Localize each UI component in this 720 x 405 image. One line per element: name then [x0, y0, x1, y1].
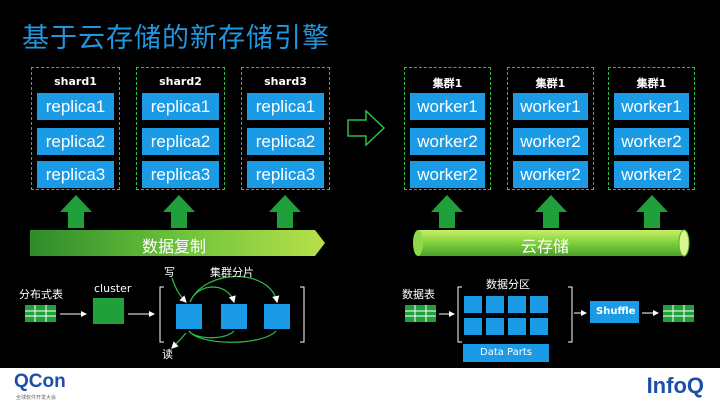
partition-cell: [530, 318, 548, 335]
cluster-label: 集群1: [535, 77, 566, 90]
shuffle-box: [590, 301, 639, 323]
distributed-table-label: 分布式表: [19, 288, 63, 301]
replica-box: replica1: [37, 93, 114, 120]
table-grid-icon: [405, 305, 436, 322]
partition-cell: [464, 296, 482, 313]
worker-box: worker1: [614, 93, 689, 120]
up-arrow-icon: [431, 195, 463, 228]
worker-box: worker2: [614, 128, 689, 155]
worker-box: worker2: [513, 161, 588, 188]
partition-bracket-left: [457, 286, 462, 343]
partition-cell: [486, 296, 504, 313]
qcon-subtitle: 全球软件开发大会: [16, 395, 57, 401]
up-arrow-icon: [535, 195, 567, 228]
infoq-logo: InfoQ: [646, 373, 704, 398]
cluster-label: 集群1: [432, 77, 463, 90]
footer-bar: QCon 全球软件开发大会 InfoQ: [0, 368, 720, 405]
write-label: 写: [164, 266, 175, 279]
table-grid-icon: [25, 305, 56, 322]
data-parts-label: Data Parts: [480, 347, 533, 358]
partition-bracket-right: [568, 286, 573, 343]
worker-box: worker2: [513, 128, 588, 155]
shard-group-1: shard1 replica1 replica2 replica3: [31, 67, 120, 190]
partition-cell: [486, 318, 504, 335]
write-curve: [171, 277, 187, 303]
worker-box: worker2: [410, 128, 485, 155]
up-arrow-icon: [636, 195, 668, 228]
cluster-label: 集群1: [636, 77, 667, 90]
shard-label: shard2: [159, 75, 202, 88]
qcon-logo: QCon: [14, 371, 66, 392]
read-out-curve: [171, 332, 187, 349]
slide-title: 基于云存储的新存储引擎: [22, 23, 330, 54]
up-arrow-icon: [163, 195, 195, 228]
replica-box: replica1: [142, 93, 219, 120]
replica-box: replica2: [142, 128, 219, 155]
partition-label: 数据分区: [486, 278, 530, 291]
worker-box: worker2: [614, 161, 689, 188]
partition-cell: [508, 296, 526, 313]
cluster-group-2: 集群1 worker1 worker2 worker2: [507, 67, 594, 190]
partition-cell: [530, 296, 548, 313]
cylinder-left-cap: [413, 230, 423, 256]
data-parts-bar: [463, 344, 549, 362]
shuffle-label: Shuffle: [596, 306, 636, 317]
cylinder-right-cap: [678, 229, 690, 257]
sharding-label: 集群分片: [210, 266, 254, 279]
replica-box: replica1: [247, 93, 324, 120]
partition-cell: [508, 318, 526, 335]
replica-box: replica3: [247, 161, 324, 188]
read-label: 读: [162, 348, 173, 361]
cluster-label: cluster: [94, 282, 132, 295]
worker-box: worker2: [410, 161, 485, 188]
up-arrow-icon: [269, 195, 301, 228]
shard-curve: [189, 275, 280, 304]
shard-curve: [189, 286, 236, 304]
replica-box: replica2: [247, 128, 324, 155]
shard-cell: [221, 304, 247, 329]
shard-bracket-right: [300, 286, 305, 343]
shard-label: shard3: [264, 75, 307, 88]
shard-cell: [264, 304, 290, 329]
read-curve: [188, 330, 235, 339]
shard-group-3: shard3 replica1 replica2 replica3: [241, 67, 330, 190]
replica-box: replica2: [37, 128, 114, 155]
replication-band: [30, 230, 325, 256]
table-grid-icon: [663, 305, 694, 322]
up-arrow-icon: [60, 195, 92, 228]
shard-cell: [176, 304, 202, 329]
shard-label: shard1: [54, 75, 97, 88]
transition-arrow-icon: [347, 109, 386, 147]
cluster-group-3: 集群1 worker1 worker2 worker2: [608, 67, 695, 190]
replication-label: 数据复制: [142, 237, 207, 256]
data-table-label: 数据表: [402, 288, 435, 301]
worker-box: worker1: [513, 93, 588, 120]
worker-box: worker1: [410, 93, 485, 120]
cluster-node: [93, 298, 124, 324]
replica-box: replica3: [37, 161, 114, 188]
shard-group-2: shard2 replica1 replica2 replica3: [136, 67, 225, 190]
cluster-group-1: 集群1 worker1 worker2 worker2: [404, 67, 491, 190]
cloud-storage-cylinder: [418, 230, 684, 256]
replica-box: replica3: [142, 161, 219, 188]
shard-bracket-left: [159, 286, 164, 343]
partition-cell: [464, 318, 482, 335]
cloud-storage-label: 云存储: [521, 237, 570, 256]
